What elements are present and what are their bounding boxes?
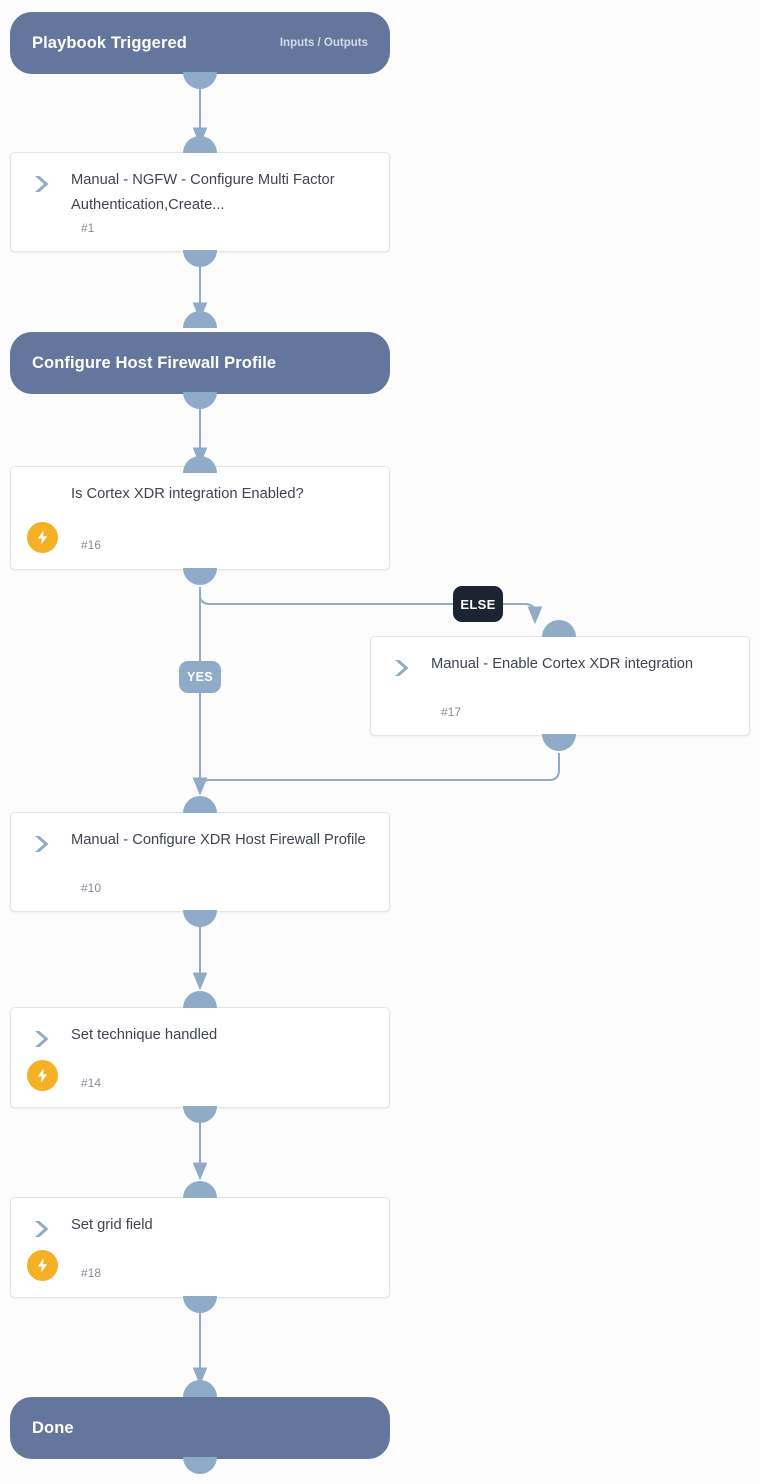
task-title: Set technique handled [71,1027,218,1043]
branch-label-yes[interactable]: YES [179,661,221,693]
chevron-right-icon [29,171,55,197]
chevron-right-icon [29,831,55,857]
port-out-task-18 [183,1296,217,1313]
port-in-task-16 [183,456,217,473]
port-in-done [183,1380,217,1397]
port-in-task-14 [183,991,217,1008]
port-in-task-18 [183,1181,217,1198]
chevron-right-icon [389,655,415,681]
end-node-label: Done [32,1418,74,1437]
task-number: #16 [81,538,102,552]
port-out-done [183,1457,217,1474]
task-number: #14 [81,1076,102,1090]
section-node-label: Configure Host Firewall Profile [32,353,277,372]
node-task-1[interactable]: Manual - NGFW - Configure Multi Factor A… [10,152,390,252]
port-out-task-14 [183,1106,217,1123]
task-number: #10 [81,881,102,895]
chevron-right-icon [29,1216,55,1242]
node-task-16[interactable]: Is Cortex XDR integration Enabled? #16 [10,466,390,570]
port-out-task-17 [542,734,576,751]
node-task-17[interactable]: Manual - Enable Cortex XDR integration #… [370,636,750,736]
node-configure-host-firewall-profile[interactable]: Configure Host Firewall Profile [10,332,390,394]
port-in-section [183,311,217,328]
task-title: Manual - Enable Cortex XDR integration [431,656,694,672]
task-title: Manual - NGFW - Configure Multi Factor A… [71,172,335,213]
chevron-right-icon [29,1026,55,1052]
node-task-18[interactable]: Set grid field #18 [10,1197,390,1298]
start-node-label: Playbook Triggered [32,33,187,52]
task-number: #18 [81,1266,102,1280]
branch-else-text: ELSE [460,596,496,612]
port-out-start [183,72,217,89]
task-title: Manual - Configure XDR Host Firewall Pro… [71,832,366,848]
port-out-section [183,392,217,409]
node-task-10[interactable]: Manual - Configure XDR Host Firewall Pro… [10,812,390,912]
node-task-14[interactable]: Set technique handled #14 [10,1007,390,1108]
task-number: #1 [81,221,95,235]
node-playbook-triggered[interactable]: Playbook Triggered Inputs / Outputs [10,12,390,74]
node-done[interactable]: Done [10,1397,390,1459]
port-in-task-10 [183,796,217,813]
inputs-outputs-link[interactable]: Inputs / Outputs [279,37,368,49]
lightning-bolt-icon [27,522,58,553]
branch-label-else[interactable]: ELSE [453,586,503,622]
task-title: Set grid field [71,1217,153,1233]
port-out-task-10 [183,910,217,927]
port-in-task-17 [542,620,576,637]
port-out-task-16 [183,568,217,585]
port-in-task-1 [183,136,217,153]
task-number: #17 [441,705,462,719]
task-title: Is Cortex XDR integration Enabled? [71,486,304,502]
branch-yes-text: YES [187,670,213,684]
lightning-bolt-icon [27,1060,58,1091]
diamond-condition-icon [29,485,55,511]
lightning-bolt-icon [27,1250,58,1281]
port-out-task-1 [183,250,217,267]
